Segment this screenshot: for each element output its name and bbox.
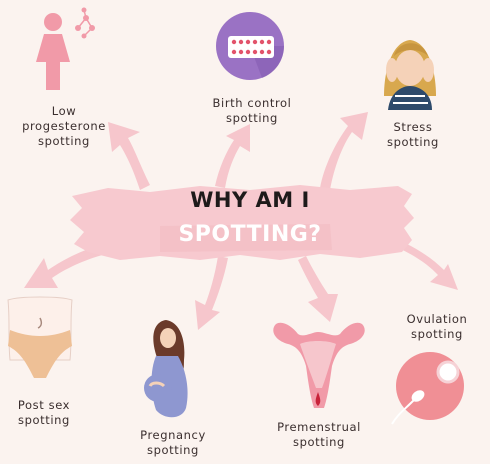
label-ovulation: Ovulation spotting	[406, 312, 468, 341]
arrow-to-premenstrual	[298, 256, 338, 322]
arrow-to-stress	[320, 112, 368, 190]
label-birth-control: Birth control spotting	[212, 96, 292, 125]
pregnant-woman-icon	[144, 320, 188, 418]
title-line-2: SPOTTING?	[178, 222, 322, 247]
label-stress: Stress spotting	[387, 120, 439, 149]
ovulation-icon	[391, 352, 464, 425]
underwear-icon	[7, 296, 73, 378]
uterus-icon	[273, 322, 365, 408]
arrow-to-birth-control	[215, 124, 250, 188]
arrow-to-pregnancy	[195, 256, 228, 330]
label-pregnancy: Pregnancy spotting	[140, 428, 206, 457]
title-line-1: WHY AM I	[190, 188, 310, 212]
label-post-sex: Post sex spotting	[17, 398, 71, 427]
title-banner	[70, 185, 414, 260]
stressed-woman-icon	[384, 40, 436, 110]
label-low-progesterone: Low progesterone spotting	[22, 104, 106, 148]
arrow-to-low-progesterone	[108, 122, 150, 190]
label-premenstrual: Premenstrual spotting	[277, 420, 361, 449]
woman-molecule-icon	[36, 7, 95, 90]
pill-pack-icon	[216, 12, 285, 80]
